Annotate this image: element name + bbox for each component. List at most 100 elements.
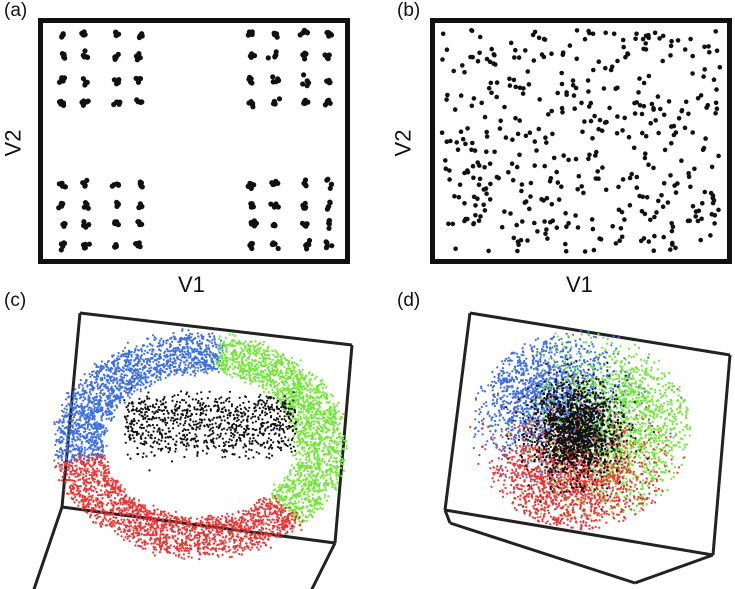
data-point	[95, 378, 98, 381]
data-point	[146, 369, 149, 372]
data-point	[298, 430, 301, 433]
data-point	[109, 394, 112, 397]
data-point	[318, 424, 321, 427]
data-point	[335, 471, 339, 474]
data-point	[76, 431, 79, 434]
data-point	[243, 348, 246, 351]
data-point	[625, 51, 630, 56]
data-point	[189, 516, 192, 519]
data-point	[144, 357, 148, 361]
data-point	[315, 402, 318, 405]
data-point	[308, 396, 311, 400]
data-point	[210, 361, 213, 364]
data-point	[125, 379, 128, 382]
data-point	[148, 385, 151, 388]
xlabel-b: V1	[566, 272, 593, 297]
data-point	[244, 377, 248, 380]
data-point	[314, 466, 317, 469]
data-point	[148, 364, 151, 367]
data-point	[712, 221, 717, 226]
data-point	[306, 506, 309, 509]
data-point	[186, 371, 189, 374]
data-point	[151, 344, 154, 347]
data-point	[132, 531, 135, 535]
data-point	[189, 354, 192, 357]
data-point	[272, 489, 275, 492]
data-point	[159, 369, 162, 372]
data-point	[289, 393, 292, 396]
data-point	[317, 417, 320, 420]
data-point	[327, 453, 330, 456]
data-point	[96, 494, 100, 497]
data-point	[277, 485, 280, 489]
data-point	[82, 409, 85, 412]
data-point	[600, 165, 605, 170]
data-point	[325, 470, 328, 473]
data-point	[208, 350, 211, 353]
data-point	[273, 509, 276, 512]
data-point	[651, 248, 657, 253]
data-point	[95, 513, 98, 516]
data-point	[302, 413, 305, 416]
data-point	[242, 367, 245, 370]
data-point	[304, 241, 310, 247]
data-point	[536, 35, 542, 41]
data-point	[96, 434, 99, 437]
data-point	[140, 357, 143, 360]
data-point	[167, 361, 170, 364]
data-point	[525, 69, 531, 74]
data-point	[97, 401, 100, 404]
data-point	[478, 214, 483, 219]
data-point	[215, 358, 218, 361]
data-point	[96, 407, 99, 410]
data-point	[270, 222, 276, 228]
data-point	[266, 350, 269, 353]
data-point	[91, 370, 94, 373]
data-point	[86, 467, 89, 470]
data-point	[633, 36, 638, 42]
data-point	[292, 421, 295, 424]
data-point	[214, 540, 217, 543]
data-point	[335, 460, 338, 463]
data-point	[321, 386, 324, 390]
data-point	[187, 353, 190, 357]
data-point	[67, 402, 70, 406]
data-point	[161, 510, 165, 513]
data-point	[139, 99, 145, 105]
data-point	[265, 357, 268, 360]
data-point	[90, 424, 93, 427]
data-point	[670, 240, 675, 246]
data-point	[90, 412, 93, 415]
data-point	[658, 106, 663, 112]
data-point	[115, 200, 121, 206]
data-point	[179, 362, 182, 365]
data-point	[595, 169, 600, 174]
data-point	[326, 415, 329, 418]
data-point	[261, 354, 264, 357]
data-point	[245, 521, 248, 524]
data-point	[181, 347, 184, 350]
data-point	[187, 364, 190, 367]
data-point	[61, 414, 64, 417]
data-point	[292, 467, 295, 470]
data-point	[265, 373, 269, 376]
data-point	[341, 463, 345, 466]
data-point	[709, 164, 715, 170]
data-point	[295, 493, 298, 496]
data-point	[307, 384, 310, 387]
data-point	[280, 371, 283, 374]
data-point	[619, 234, 625, 240]
data-point	[150, 542, 153, 545]
data-point	[68, 450, 71, 453]
data-point	[304, 440, 307, 444]
data-point	[117, 387, 120, 390]
data-point	[632, 111, 638, 116]
data-point	[536, 126, 542, 132]
data-point	[287, 384, 290, 387]
data-point	[670, 224, 676, 230]
data-point	[643, 41, 648, 46]
data-point	[227, 367, 230, 371]
data-point	[100, 360, 103, 363]
data-point	[182, 361, 185, 364]
data-point	[579, 100, 584, 106]
